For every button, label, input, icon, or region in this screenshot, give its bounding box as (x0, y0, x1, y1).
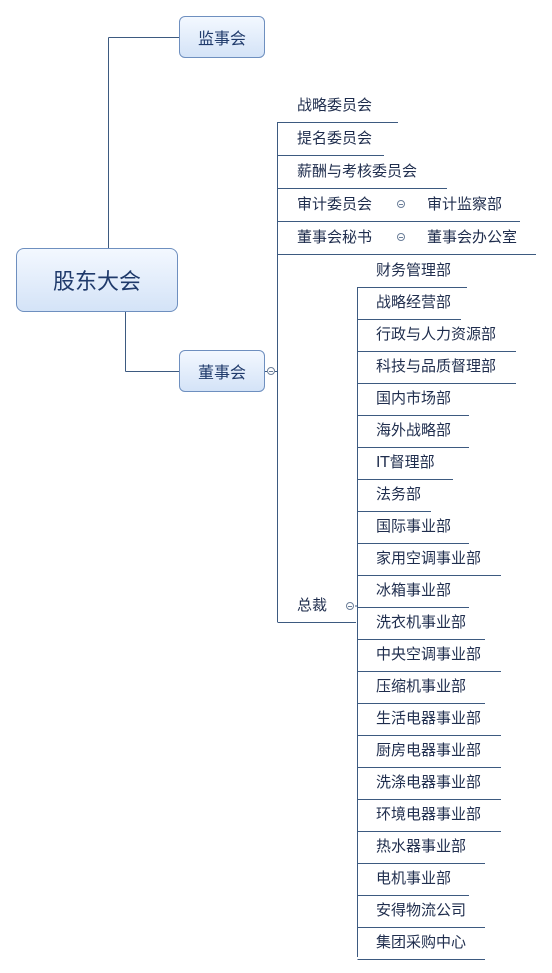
department-7[interactable]: 法务部 (376, 485, 422, 503)
department-9[interactable]: 家用空调事业部 (376, 549, 482, 567)
sub-node-1[interactable]: 董事会办公室 (427, 228, 518, 246)
sub-collapse-icon-1[interactable] (397, 233, 405, 241)
department-15[interactable]: 厨房电器事业部 (376, 741, 482, 759)
department-21[interactable]: 集团采购中心 (376, 933, 467, 951)
board-child-4[interactable]: 董事会秘书 (297, 228, 373, 246)
board-child-3[interactable]: 审计委员会 (297, 195, 373, 213)
board-child-2[interactable]: 薪酬与考核委员会 (297, 162, 418, 180)
department-20[interactable]: 安得物流公司 (376, 901, 467, 919)
board-child-1[interactable]: 提名委员会 (297, 129, 373, 147)
board-child-0[interactable]: 战略委员会 (297, 96, 373, 114)
department-5[interactable]: 海外战略部 (376, 421, 452, 439)
department-18[interactable]: 热水器事业部 (376, 837, 467, 855)
department-6[interactable]: IT督理部 (376, 453, 435, 471)
department-14[interactable]: 生活电器事业部 (376, 709, 482, 727)
department-0[interactable]: 财务管理部 (376, 261, 452, 279)
department-2[interactable]: 行政与人力资源部 (376, 325, 497, 343)
department-19[interactable]: 电机事业部 (376, 869, 452, 887)
president-collapse-icon[interactable] (346, 602, 354, 610)
department-1[interactable]: 战略经营部 (376, 293, 452, 311)
sub-collapse-icon-0[interactable] (397, 200, 405, 208)
department-3[interactable]: 科技与品质督理部 (376, 357, 497, 375)
department-4[interactable]: 国内市场部 (376, 389, 452, 407)
department-8[interactable]: 国际事业部 (376, 517, 452, 535)
department-17[interactable]: 环境电器事业部 (376, 805, 482, 823)
department-16[interactable]: 洗涤电器事业部 (376, 773, 482, 791)
root-node-shareholders-meeting[interactable]: 股东大会 (16, 248, 178, 312)
department-12[interactable]: 中央空调事业部 (376, 645, 482, 663)
department-11[interactable]: 洗衣机事业部 (376, 613, 467, 631)
board-child-5[interactable]: 总裁 (297, 596, 328, 614)
department-13[interactable]: 压缩机事业部 (376, 677, 467, 695)
department-10[interactable]: 冰箱事业部 (376, 581, 452, 599)
board-collapse-icon[interactable] (267, 367, 275, 375)
node-board-of-directors[interactable]: 董事会 (179, 350, 265, 392)
sub-node-0[interactable]: 审计监察部 (427, 195, 503, 213)
node-supervisory-board[interactable]: 监事会 (179, 16, 265, 58)
